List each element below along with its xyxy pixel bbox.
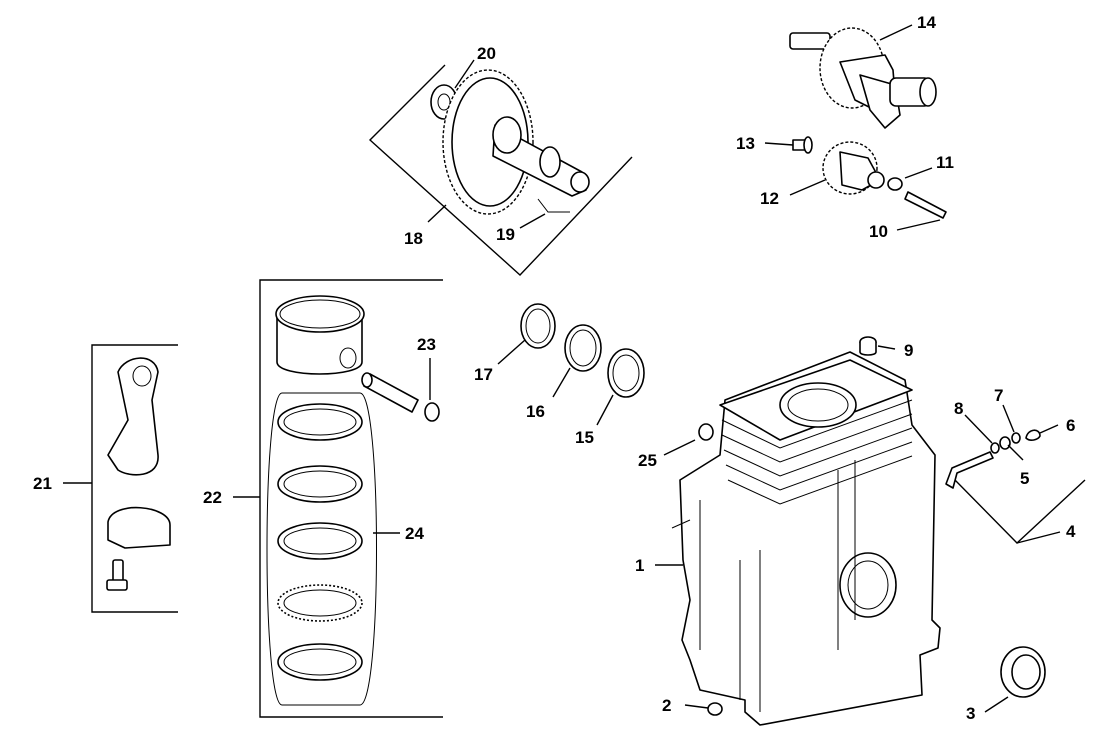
crankcase: [671, 351, 941, 726]
pin-retainer: [424, 402, 440, 422]
callout-3: 3: [966, 704, 975, 723]
cross-shaft: [945, 451, 994, 489]
governor-shaft: [904, 191, 947, 219]
washer-7: [1011, 432, 1021, 444]
callout-17: 17: [474, 365, 493, 384]
piston: [275, 295, 365, 375]
piston-ring-set: [266, 392, 377, 706]
thrust-washers: [520, 303, 645, 398]
crankcase-group: [671, 336, 941, 726]
callout-15: 15: [575, 428, 594, 447]
crankshaft-group: [789, 27, 947, 219]
connecting-rod-group: [91, 344, 178, 613]
washer-15: [607, 348, 645, 398]
callout-19: 19: [496, 225, 515, 244]
callout-22: 22: [203, 488, 222, 507]
callout-9: 9: [904, 341, 913, 360]
cam-pin: [537, 198, 570, 213]
e-clip-6: [1025, 429, 1041, 441]
callout-8: 8: [954, 399, 963, 418]
washer-16: [564, 324, 602, 372]
callout-20: 20: [477, 44, 496, 63]
locating-dowel: [698, 423, 714, 441]
rod-cap: [107, 506, 171, 549]
governor-gear: [822, 141, 885, 195]
callout-6: 6: [1066, 416, 1075, 435]
washer-17: [520, 303, 556, 349]
oil-seal: [1000, 646, 1046, 698]
callout-7: 7: [994, 386, 1003, 405]
callout-4: 4: [1066, 522, 1076, 541]
washer-8: [990, 442, 1000, 454]
governor-washer: [887, 177, 903, 191]
connecting-rod: [107, 357, 159, 476]
callout-18: 18: [404, 229, 423, 248]
washer-5: [999, 436, 1011, 450]
leader-lines: [63, 24, 1061, 713]
governor-lever-group: [945, 429, 1086, 544]
callout-16: 16: [526, 402, 545, 421]
drain-plug: [707, 702, 723, 716]
callout-21: 21: [33, 474, 52, 493]
piston-pin: [361, 372, 419, 413]
callout-12: 12: [760, 189, 779, 208]
dowel-pin: [859, 336, 877, 356]
callout-labels: 1 2 3 4 5 6 7 8 9 10 11 12 13 14 15 16 1…: [33, 13, 1076, 723]
camshaft: [492, 116, 590, 197]
callout-23: 23: [417, 335, 436, 354]
camshaft-group: [368, 64, 633, 276]
callout-13: 13: [736, 134, 755, 153]
rod-bolt: [106, 559, 128, 591]
camshaft-gear: [442, 69, 534, 215]
crankshaft: [789, 27, 937, 129]
callout-11: 11: [936, 153, 954, 172]
callout-25: 25: [638, 451, 657, 470]
callout-5: 5: [1020, 469, 1029, 488]
callout-1: 1: [635, 556, 644, 575]
callout-10: 10: [869, 222, 888, 241]
callout-24: 24: [405, 524, 424, 543]
callout-14: 14: [917, 13, 936, 32]
governor-pin: [792, 136, 813, 154]
callout-2: 2: [662, 696, 671, 715]
piston-group: [259, 279, 443, 718]
